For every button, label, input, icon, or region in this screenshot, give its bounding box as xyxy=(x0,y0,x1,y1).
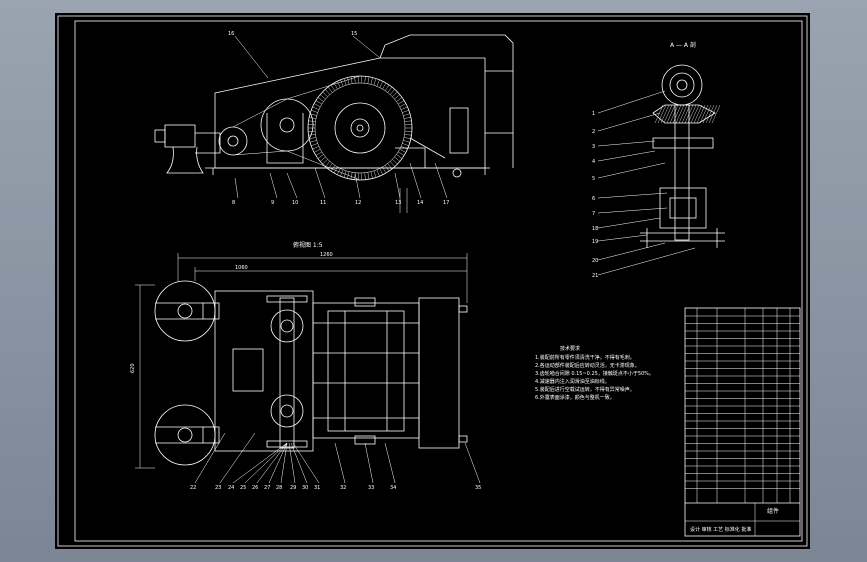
svg-text:33: 33 xyxy=(368,485,374,491)
svg-text:12: 12 xyxy=(355,200,361,206)
svg-text:29: 29 xyxy=(290,485,296,491)
svg-text:11: 11 xyxy=(320,200,326,206)
svg-text:23: 23 xyxy=(215,485,221,491)
svg-text:3.齿轮啮合间隙 0.15~0.25，接触斑点不小于50%。: 3.齿轮啮合间隙 0.15~0.25，接触斑点不小于50%。 xyxy=(535,370,654,377)
svg-text:17: 17 xyxy=(443,200,449,206)
svg-text:8: 8 xyxy=(232,200,235,206)
outer-border xyxy=(57,15,808,547)
svg-text:2: 2 xyxy=(592,129,595,135)
svg-text:技术要求: 技术要求 xyxy=(560,345,580,352)
svg-text:30: 30 xyxy=(302,485,308,491)
svg-text:7: 7 xyxy=(592,211,595,217)
tech-requirements: 技术要求 1.装配前所有零件须清洗干净，不得有毛刺。 2.各运动部件装配后应转动… xyxy=(535,345,654,401)
svg-text:27: 27 xyxy=(264,485,270,491)
svg-text:31: 31 xyxy=(314,485,320,491)
svg-text:6: 6 xyxy=(592,196,595,202)
parts-list: 组件 设计 审核 工艺 标准化 批准 xyxy=(684,307,801,537)
svg-text:6.外露表面涂漆，颜色与整机一致。: 6.外露表面涂漆，颜色与整机一致。 xyxy=(535,394,615,401)
svg-text:26: 26 xyxy=(252,485,258,491)
section-a-a: A — A 剖 xyxy=(592,41,725,279)
svg-text:20: 20 xyxy=(592,258,598,264)
svg-text:组件: 组件 xyxy=(767,507,779,515)
svg-text:10: 10 xyxy=(292,200,298,206)
svg-text:24: 24 xyxy=(228,485,234,491)
svg-text:28: 28 xyxy=(276,485,282,491)
motor xyxy=(164,124,196,148)
svg-text:19: 19 xyxy=(592,239,598,245)
plan-view: 俯视图 1:5 1260 1060 620 xyxy=(130,241,481,491)
svg-text:15: 15 xyxy=(351,31,357,37)
drum-hatch xyxy=(308,76,412,180)
plan-view-label: 俯视图 1:5 xyxy=(293,241,323,249)
svg-text:4.减速器内注入润滑油至油标线。: 4.减速器内注入润滑油至油标线。 xyxy=(535,378,610,385)
svg-text:34: 34 xyxy=(390,485,396,491)
svg-text:设计 审核 工艺 标准化 批准: 设计 审核 工艺 标准化 批准 xyxy=(690,526,751,533)
svg-text:14: 14 xyxy=(417,200,423,206)
svg-text:620: 620 xyxy=(130,363,136,373)
svg-text:25: 25 xyxy=(240,485,246,491)
svg-text:18: 18 xyxy=(592,226,598,232)
svg-text:21: 21 xyxy=(592,273,598,279)
inner-border xyxy=(74,20,803,542)
svg-text:2.各运动部件装配后应转动灵活，无卡滞现象。: 2.各运动部件装配后应转动灵活，无卡滞现象。 xyxy=(535,362,640,369)
svg-text:1: 1 xyxy=(592,111,595,117)
svg-text:13: 13 xyxy=(395,200,401,206)
svg-text:5: 5 xyxy=(592,176,595,182)
svg-text:1060: 1060 xyxy=(235,265,248,271)
svg-text:9: 9 xyxy=(271,200,274,206)
svg-text:32: 32 xyxy=(340,485,346,491)
svg-text:5.装配后进行空载试运转，不得有异常噪声。: 5.装配后进行空载试运转，不得有异常噪声。 xyxy=(535,386,635,393)
svg-text:16: 16 xyxy=(228,31,234,37)
svg-text:4: 4 xyxy=(592,159,595,165)
section-label: A — A 剖 xyxy=(670,41,696,49)
svg-text:22: 22 xyxy=(190,485,196,491)
svg-text:1260: 1260 xyxy=(320,252,333,258)
front-elevation: 16 15 8 9 10 11 12 13 14 17 xyxy=(154,31,514,213)
drum-outer xyxy=(307,75,413,181)
svg-text:1.装配前所有零件须清洗干净，不得有毛刺。: 1.装配前所有零件须清洗干净，不得有毛刺。 xyxy=(535,354,635,361)
svg-text:3: 3 xyxy=(592,144,595,150)
svg-text:35: 35 xyxy=(475,485,481,491)
